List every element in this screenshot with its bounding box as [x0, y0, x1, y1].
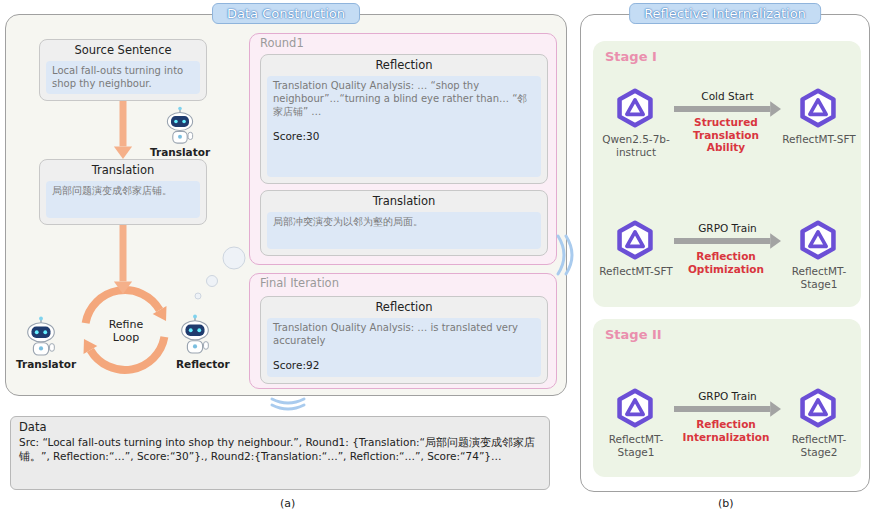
arrow-shaft — [120, 225, 127, 281]
source-box: Source SentenceLocal fall-outs turning i… — [39, 39, 207, 101]
text-panel: 局部冲突演变为以邻为壑的局面。 — [267, 212, 541, 249]
connector — [114, 225, 132, 294]
box-heading: Translation — [261, 191, 547, 208]
arrow-head — [114, 281, 132, 294]
flow-chevron — [272, 236, 572, 409]
thought-bubbles — [195, 247, 245, 299]
text-panel: Translation Quality Analysis: … is trans… — [267, 318, 541, 377]
model-name: ReflectMT-Stage1 — [598, 433, 674, 459]
robot-icon — [28, 317, 55, 355]
data-box: DataSrc: “Local fall-outs turning into s… — [10, 416, 550, 490]
robot-icon — [182, 315, 209, 353]
box-heading: Source Sentence — [40, 40, 206, 57]
reflection-box: ReflectionTranslation Quality Analysis: … — [260, 54, 548, 184]
arrow-head — [770, 401, 781, 417]
loop-arrows — [84, 290, 167, 370]
connector — [674, 401, 781, 417]
model-icon — [803, 391, 834, 426]
arrow-shaft — [674, 106, 770, 112]
text-panel: Local fall-outs turning into shop thy ne… — [46, 61, 200, 94]
model-icon — [620, 91, 651, 126]
model-name: ReflectMT-Stage1 — [781, 265, 857, 291]
data-text: Src: “Local fall-outs turning into shop … — [19, 436, 541, 463]
panel-caption: (a) — [280, 497, 295, 510]
model-node: ReflectMT-Stage2 — [781, 387, 857, 471]
model-node: ReflectMT-Stage1 — [598, 387, 674, 471]
model-node: Qwen2.5-7b-instruct — [598, 87, 674, 179]
text-panel: Translation Quality Analysis: … “shop th… — [267, 76, 541, 177]
round-title: Round1 — [250, 34, 556, 50]
loop-circle: Refine Loop — [89, 294, 163, 368]
round-box: Round1ReflectionTranslation Quality Anal… — [249, 33, 557, 265]
model-name: ReflectMT-SFT — [598, 265, 674, 278]
connector — [674, 101, 781, 117]
score-text: Score:30 — [273, 130, 535, 142]
box-heading: Reflection — [261, 55, 547, 72]
box-text: Translation Quality Analysis: … is trans… — [273, 321, 535, 347]
connector — [674, 233, 781, 249]
stage-box: Stage II ReflectMT-Stage1 ReflectMT-Stage2 — [593, 319, 861, 477]
model-icon — [803, 91, 834, 126]
box-text: 局部问题演变成邻家店铺。 — [52, 184, 194, 197]
connector — [114, 101, 132, 159]
round-box: Final IterationReflectionTranslation Qua… — [249, 273, 557, 389]
robot-icon — [167, 107, 192, 143]
model-icon — [620, 391, 651, 426]
box-text: 局部冲突演变为以邻为壑的局面。 — [273, 215, 535, 228]
data-heading: Data — [19, 420, 541, 434]
model-name: ReflectMT-Stage2 — [781, 433, 857, 459]
model-icon — [620, 223, 651, 258]
panel-frame: Data ConstructionSource SentenceLocal fa… — [5, 14, 567, 396]
model-name: Qwen2.5-7b-instruct — [598, 133, 674, 159]
box-text: Local fall-outs turning into shop thy ne… — [52, 64, 194, 90]
text-panel: 局部问题演变成邻家店铺。 — [46, 181, 200, 218]
panel-title: Reflective Internalization — [629, 3, 821, 24]
model-name: ReflectMT-SFT — [781, 133, 857, 146]
box-heading: Translation — [40, 160, 206, 177]
panel-frame: Reflective InternalizationStage IQwen2.5… — [580, 14, 870, 492]
stage-title: Stage II — [593, 319, 861, 342]
translation-box: Translation 局部冲突演变为以邻为壑的局面。 — [260, 190, 548, 256]
loop-text: Refine Loop — [103, 318, 149, 344]
arrow-shaft — [674, 238, 770, 244]
model-node: ReflectMT-SFT — [781, 87, 857, 179]
model-icon — [803, 223, 834, 258]
reflection-box: ReflectionTranslation Quality Analysis: … — [260, 296, 548, 384]
box-heading: Reflection — [261, 297, 547, 314]
translation-box: Translation 局部问题演变成邻家店铺。 — [39, 159, 207, 225]
stage-box: Stage IQwen2.5-7b-instructReflectMT-SFTR… — [593, 41, 861, 307]
panel-caption: (b) — [718, 497, 734, 510]
arrow-shaft — [120, 101, 127, 146]
arrow-shaft — [674, 406, 770, 412]
panel-title: Data Construction — [212, 3, 360, 24]
stage-title: Stage I — [593, 41, 861, 64]
arrow-head — [770, 101, 781, 117]
arrow-head — [770, 233, 781, 249]
model-node: ReflectMT-SFT — [598, 219, 674, 299]
score-text: Score:92 — [273, 359, 535, 371]
arrow-head — [114, 146, 132, 159]
round-title: Final Iteration — [250, 274, 556, 290]
box-text: Translation Quality Analysis: … “shop th… — [273, 79, 535, 118]
model-node: ReflectMT-Stage1 — [781, 219, 857, 299]
